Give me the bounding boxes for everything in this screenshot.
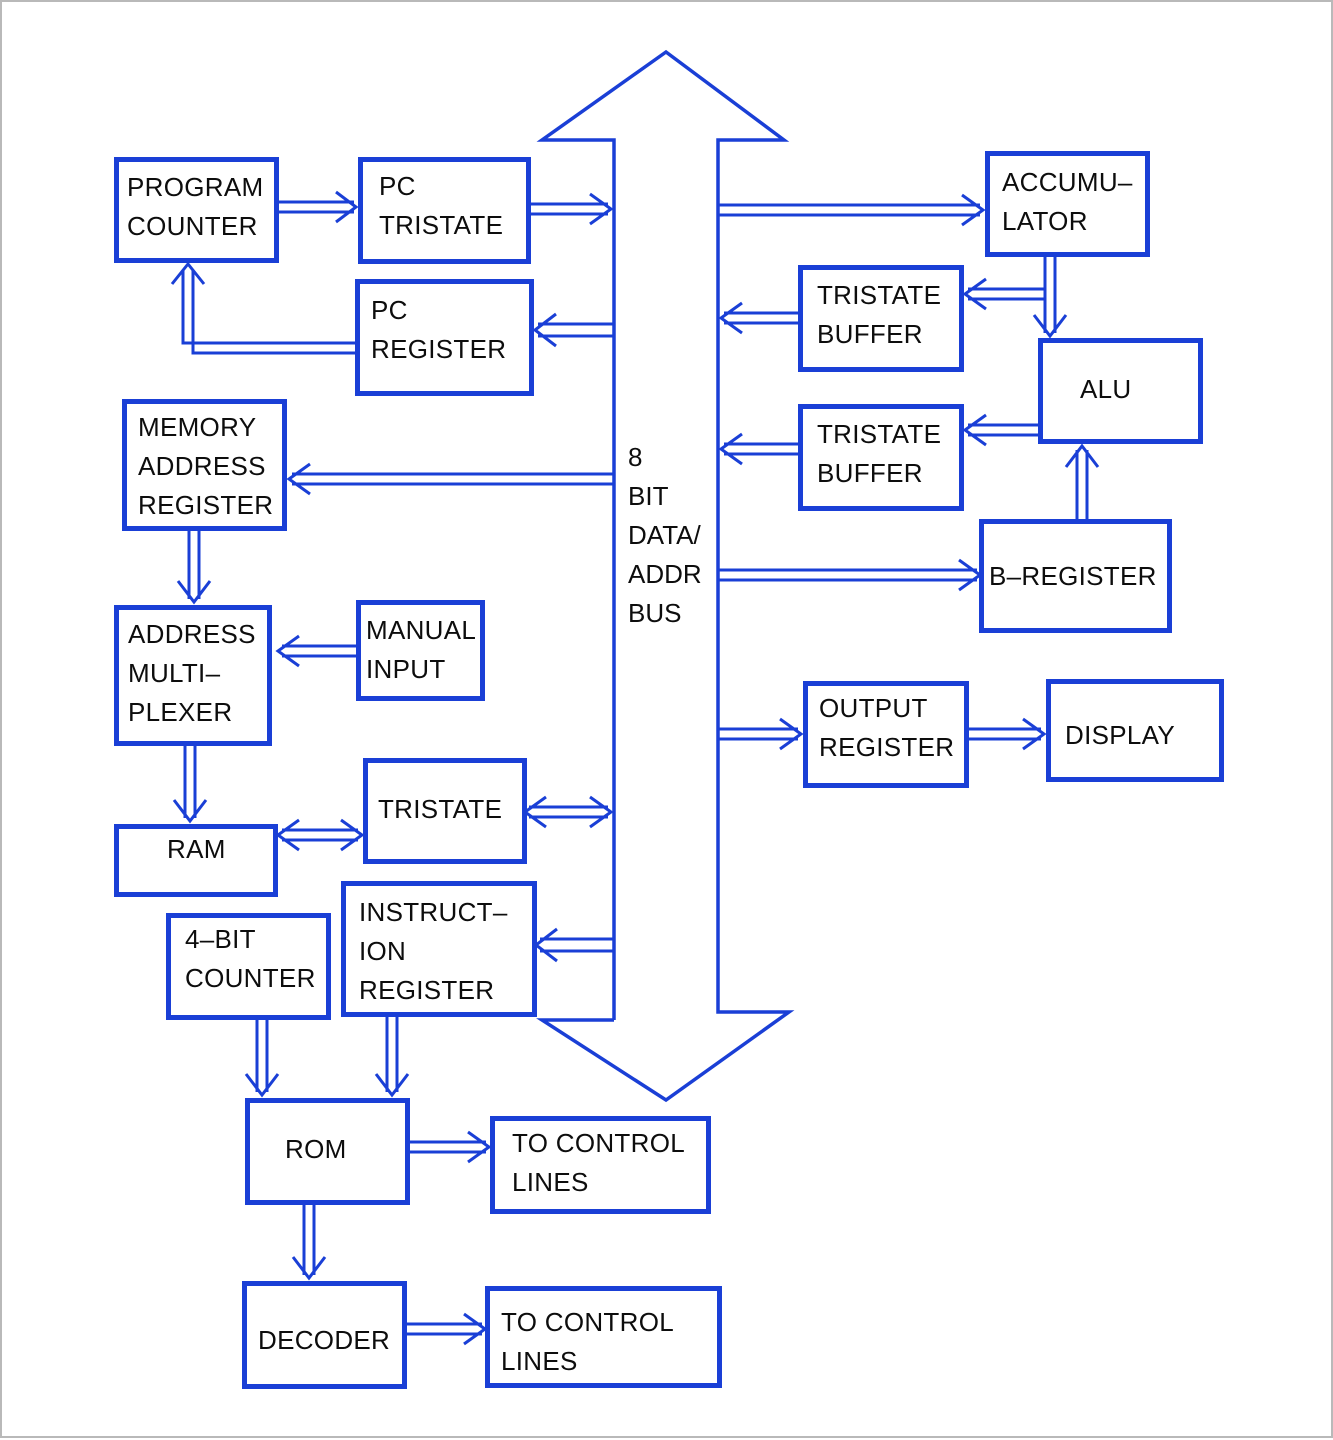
label-line: BUFFER <box>817 458 923 488</box>
program-counter-block: PROGRAM COUNTER <box>114 157 279 263</box>
arrow-pc-tristate-to-bus <box>530 192 614 226</box>
label-line: TRISTATE <box>817 419 942 449</box>
arrow-manual-input-to-address-mux <box>275 634 358 668</box>
accumulator-tristate-buffer-block: TRISTATE BUFFER <box>798 265 964 372</box>
ram-tristate-block: TRISTATE <box>363 758 527 864</box>
label-line: TRISTATE <box>817 280 942 310</box>
arrow-instruction-register-to-rom <box>374 1016 410 1098</box>
label-line: BIT <box>628 481 669 511</box>
pc-register-block: PC REGISTER <box>355 279 534 396</box>
label-line: 4–BIT <box>185 924 256 954</box>
label-line: DATA/ <box>628 520 701 550</box>
label-line: PROGRAM <box>127 172 264 202</box>
label-line: ADDRESS <box>128 619 256 649</box>
label-line: REGISTER <box>138 490 274 520</box>
label-line: MANUAL <box>366 615 477 645</box>
arrow-rom-to-control-lines <box>409 1130 492 1164</box>
label-line: LINES <box>501 1346 578 1376</box>
arrow-decoder-to-control-lines <box>406 1312 488 1346</box>
label-line: B–REGISTER <box>989 561 1157 591</box>
label-line: TO CONTROL <box>512 1128 685 1158</box>
label-line: INPUT <box>366 654 446 684</box>
pc-tristate-block: PC TRISTATE <box>358 157 531 264</box>
label-line: ROM <box>285 1134 347 1164</box>
label-line: REGISTER <box>819 732 955 762</box>
b-register-block: B–REGISTER <box>979 519 1172 633</box>
label-line: PC <box>371 295 408 325</box>
label-line: ACCUMU– <box>1002 167 1133 197</box>
arrow-bus-to-instruction-register <box>533 927 614 963</box>
ram-block: RAM <box>114 824 278 897</box>
arrow-accumulator-to-tristate-buffer <box>962 277 1045 311</box>
label-line: DISPLAY <box>1065 720 1175 750</box>
rom-control-lines-block: TO CONTROL LINES <box>490 1116 711 1214</box>
label-line: PC <box>379 171 416 201</box>
label-line: OUTPUT <box>819 693 928 723</box>
arrow-bus-to-output-register <box>718 717 804 751</box>
arrow-pc-register-to-program-counter <box>170 261 356 355</box>
label-line: REGISTER <box>359 975 495 1005</box>
memory-address-register-block: MEMORY ADDRESS REGISTER <box>122 399 287 531</box>
arrow-bus-to-mar <box>286 462 614 496</box>
label-line: LATOR <box>1002 206 1088 236</box>
arrow-b-register-to-alu <box>1064 443 1100 521</box>
label-line: MEMORY <box>138 412 257 442</box>
arrow-bus-to-accumulator <box>718 193 986 227</box>
label-line: TRISTATE <box>378 794 503 824</box>
label-line: ALU <box>1080 374 1132 404</box>
arrow-counter-to-rom <box>244 1020 280 1098</box>
arrow-address-mux-to-ram <box>172 745 208 824</box>
label-line: LINES <box>512 1167 589 1197</box>
label-line: REGISTER <box>371 334 507 364</box>
output-register-block: OUTPUT REGISTER <box>803 681 969 788</box>
label-line: INSTRUCT– <box>359 897 508 927</box>
arrow-tristate-buffer-to-bus-1 <box>718 301 799 335</box>
alu-tristate-buffer-block: TRISTATE BUFFER <box>798 404 964 511</box>
arrow-bus-to-pc-register <box>532 312 614 348</box>
label-line: COUNTER <box>185 963 316 993</box>
display-block: DISPLAY <box>1046 679 1224 782</box>
decoder-block: DECODER <box>242 1281 407 1389</box>
label-line: COUNTER <box>127 211 258 241</box>
label-line: ADDR <box>628 559 702 589</box>
label-line: PLEXER <box>128 697 233 727</box>
arrow-alu-to-tristate-buffer <box>962 413 1040 447</box>
label-line: BUS <box>628 598 682 628</box>
four-bit-counter-block: 4–BIT COUNTER <box>166 913 331 1020</box>
label-line: TRISTATE <box>379 210 504 240</box>
label-line: RAM <box>167 834 226 864</box>
data-bus-outline <box>536 49 795 1103</box>
arrow-tristate-bus-bidirectional <box>522 795 614 829</box>
label-line: ION <box>359 936 407 966</box>
arrow-rom-to-decoder <box>291 1204 327 1281</box>
arrow-bus-to-b-register <box>718 558 983 592</box>
accumulator-block: ACCUMU– LATOR <box>985 151 1150 257</box>
label-line: TO CONTROL <box>501 1307 674 1337</box>
alu-block: ALU <box>1038 338 1203 444</box>
instruction-register-block: INSTRUCT– ION REGISTER <box>341 881 537 1017</box>
decoder-control-lines-block: TO CONTROL LINES <box>485 1286 722 1388</box>
arrow-mar-to-address-mux <box>176 530 212 605</box>
arrow-output-register-to-display <box>966 717 1047 751</box>
label-line: 8 <box>628 442 643 472</box>
arrow-pc-to-pc-tristate <box>278 190 359 224</box>
label-line: ADDRESS <box>138 451 266 481</box>
label-line: MULTI– <box>128 658 221 688</box>
arrow-accumulator-to-alu <box>1032 257 1068 339</box>
label-line: BUFFER <box>817 319 923 349</box>
arrow-tristate-buffer-to-bus-2 <box>718 432 799 466</box>
label-line: DECODER <box>258 1325 391 1355</box>
address-multiplexer-block: ADDRESS MULTI– PLEXER <box>114 605 272 746</box>
manual-input-block: MANUAL INPUT <box>356 600 485 701</box>
arrow-ram-tristate-bidirectional <box>275 818 365 852</box>
rom-block: ROM <box>245 1098 410 1205</box>
